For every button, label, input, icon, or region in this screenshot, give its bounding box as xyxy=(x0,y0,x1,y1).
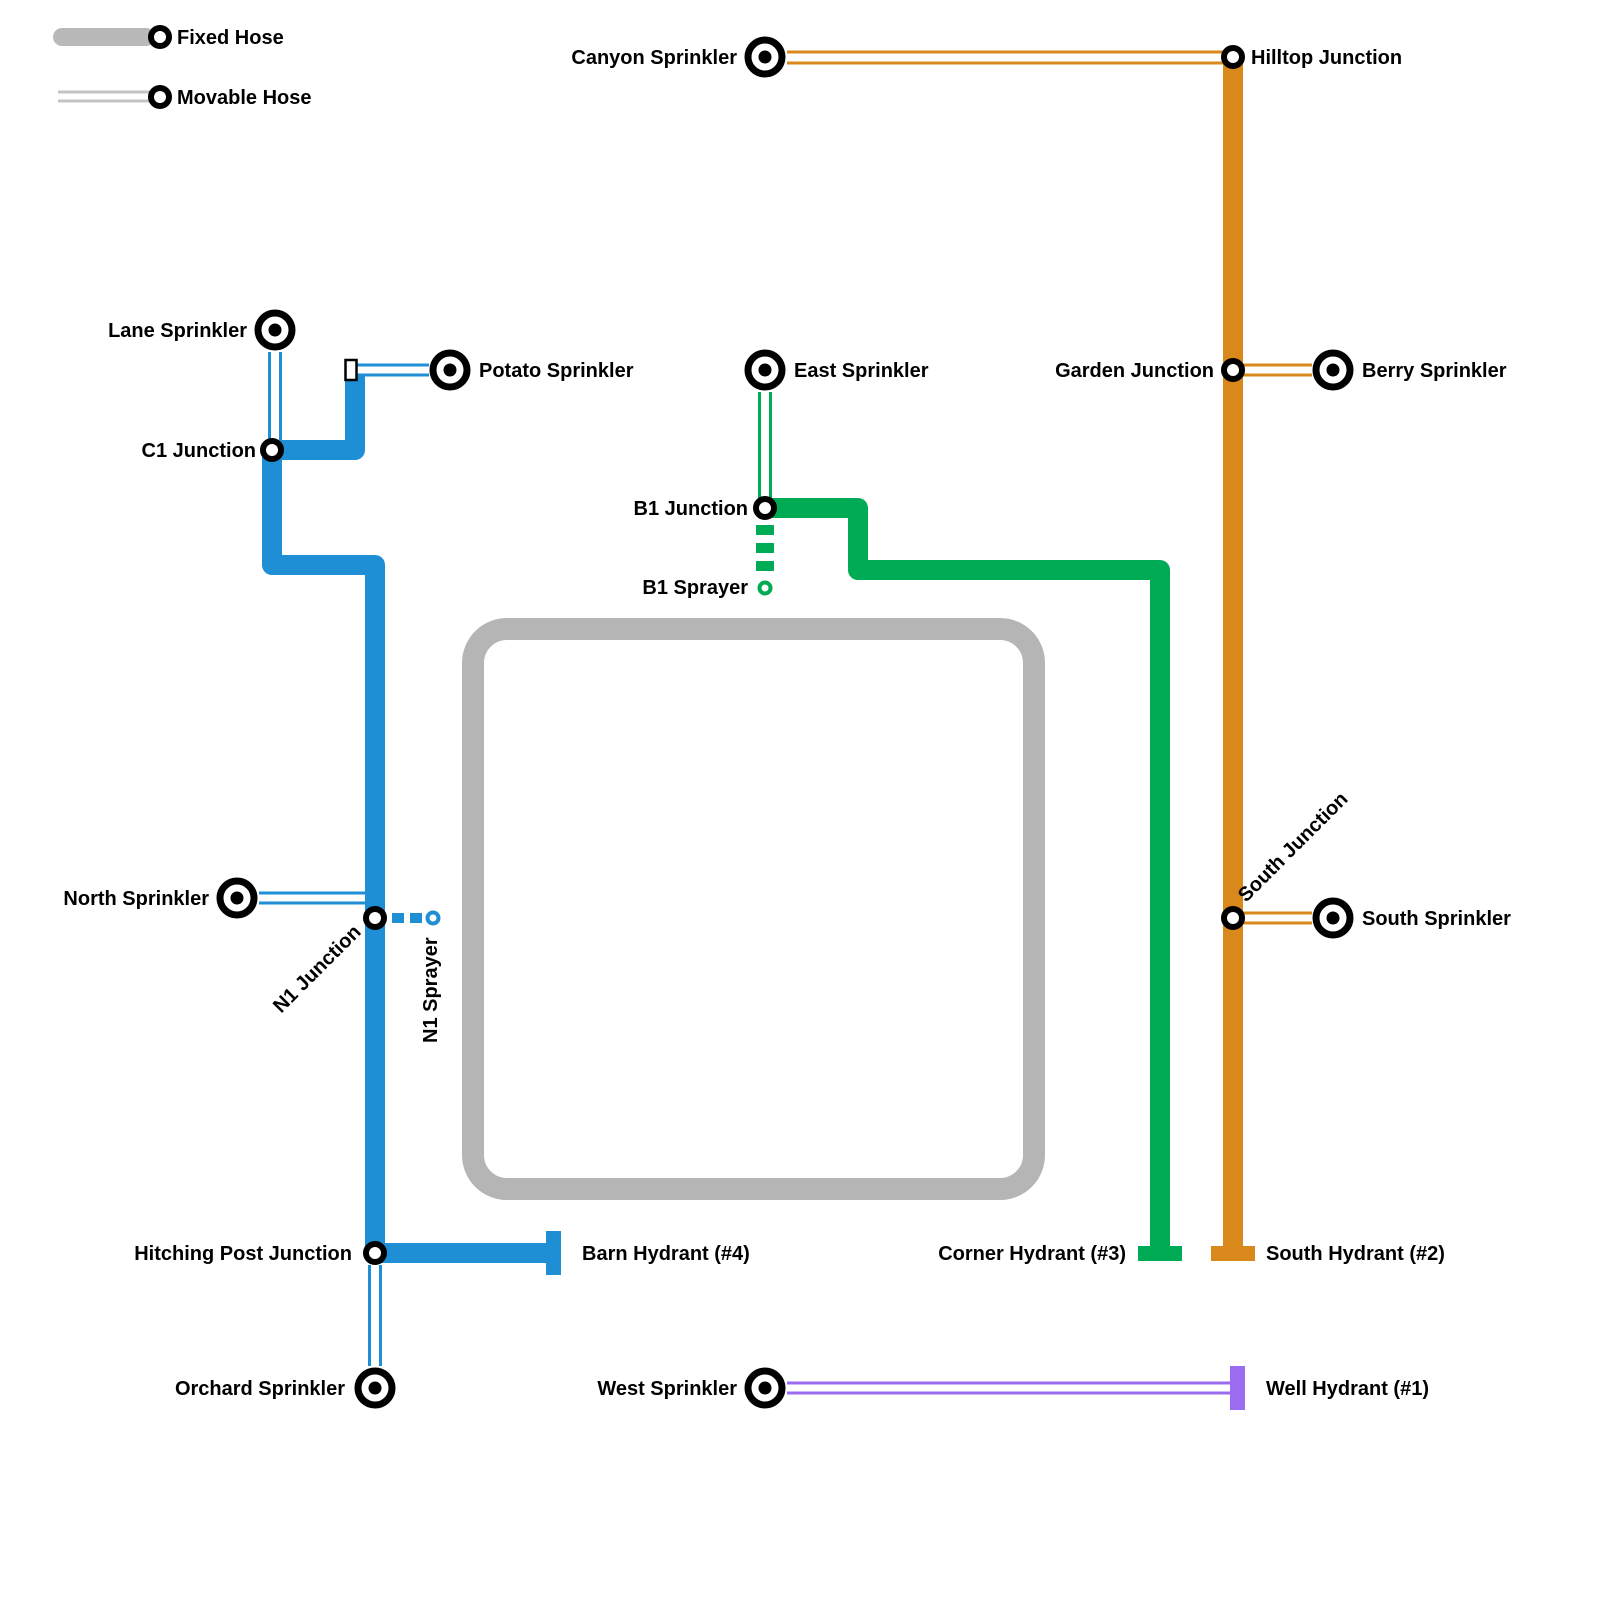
b1-sprayer-head xyxy=(757,580,773,596)
b1-sprayer-dash xyxy=(756,543,774,553)
n1-junction-icon xyxy=(366,909,384,927)
north-sprinkler-icon xyxy=(220,881,254,915)
potato-movable-hose xyxy=(357,363,429,377)
n1-sprayer-dash xyxy=(410,913,422,923)
hitching-orchard-movable-hose xyxy=(368,1265,382,1366)
canyon-hilltop-movable-hose xyxy=(787,50,1229,65)
south-sprinkler-icon xyxy=(1316,901,1350,935)
north-n1-movable-hose xyxy=(259,891,366,905)
hilltop-junction-icon xyxy=(1224,48,1242,66)
west-sprinkler-icon xyxy=(748,1371,782,1405)
label-north-sprinkler: North Sprinkler xyxy=(63,888,209,910)
label-barn-hydrant: Barn Hydrant (#4) xyxy=(582,1243,750,1265)
label-south-hydrant: South Hydrant (#2) xyxy=(1266,1243,1445,1265)
garden-junction-icon xyxy=(1224,361,1242,379)
hitching-post-junction-icon xyxy=(366,1244,384,1262)
label-canyon-sprinkler: Canyon Sprinkler xyxy=(571,47,737,69)
label-west-sprinkler: West Sprinkler xyxy=(597,1378,737,1400)
b1-junction-icon xyxy=(756,499,774,517)
legend-movable-node-icon xyxy=(151,88,169,106)
label-b1-junction: B1 Junction xyxy=(634,498,748,520)
fixed-hose-ring xyxy=(462,618,1045,1200)
label-c1-junction: C1 Junction xyxy=(142,440,256,462)
b1-sprayer-dash xyxy=(756,525,774,535)
east-b1-movable-hose xyxy=(758,392,772,499)
label-corner-hydrant: Corner Hydrant (#3) xyxy=(938,1243,1126,1265)
label-potato-sprinkler: Potato Sprinkler xyxy=(479,360,634,382)
hose-connector xyxy=(344,358,358,382)
south-junction-sprinkler-movable-hose xyxy=(1243,911,1312,925)
label-orchard-sprinkler: Orchard Sprinkler xyxy=(175,1378,345,1400)
label-n1-junction: N1 Junction xyxy=(269,921,365,1017)
b1-sprayer-icon xyxy=(756,525,774,596)
orchard-sprinkler-icon xyxy=(358,1371,392,1405)
legend-movable-label: Movable Hose xyxy=(177,87,311,109)
south-hydrant-icon xyxy=(1211,1246,1255,1261)
lane-c1-movable-hose xyxy=(268,352,282,441)
canyon-sprinkler-icon xyxy=(748,40,782,74)
legend-movable-hose-sample xyxy=(58,90,150,103)
west-well-movable-hose xyxy=(787,1381,1231,1395)
n1-sprayer-icon xyxy=(392,910,441,926)
barn-hydrant-icon xyxy=(546,1231,561,1275)
label-garden-junction: Garden Junction xyxy=(1055,360,1214,382)
blue-trunk-pipe xyxy=(262,376,546,1263)
corner-hydrant-icon xyxy=(1138,1246,1182,1261)
label-hitching-post-junction: Hitching Post Junction xyxy=(134,1243,352,1265)
label-east-sprinkler: East Sprinkler xyxy=(794,360,929,382)
label-berry-sprinkler: Berry Sprinkler xyxy=(1362,360,1507,382)
legend-fixed-label: Fixed Hose xyxy=(177,27,284,49)
c1-junction-icon xyxy=(263,441,281,459)
label-b1-sprayer: B1 Sprayer xyxy=(642,577,748,599)
label-south-junction: South Junction xyxy=(1234,788,1352,906)
label-hilltop-junction: Hilltop Junction xyxy=(1251,47,1402,69)
label-south-sprinkler: South Sprinkler xyxy=(1362,908,1511,930)
potato-sprinkler-icon xyxy=(433,353,467,387)
legend-fixed-node-icon xyxy=(151,28,169,46)
berry-sprinkler-icon xyxy=(1316,353,1350,387)
b1-sprayer-dash xyxy=(756,561,774,571)
east-sprinkler-icon xyxy=(748,353,782,387)
well-hydrant-icon xyxy=(1230,1366,1245,1410)
label-n1-sprayer: N1 Sprayer xyxy=(420,937,442,1043)
south-junction-icon xyxy=(1224,909,1242,927)
legend: Fixed Hose Movable Hose xyxy=(53,27,311,109)
garden-berry-movable-hose xyxy=(1243,363,1312,377)
label-lane-sprinkler: Lane Sprinkler xyxy=(108,320,247,342)
label-well-hydrant: Well Hydrant (#1) xyxy=(1266,1378,1429,1400)
green-trunk-pipe xyxy=(765,498,1170,1246)
lane-sprinkler-icon xyxy=(258,313,292,347)
n1-sprayer-head xyxy=(425,910,441,926)
n1-sprayer-dash xyxy=(392,913,404,923)
